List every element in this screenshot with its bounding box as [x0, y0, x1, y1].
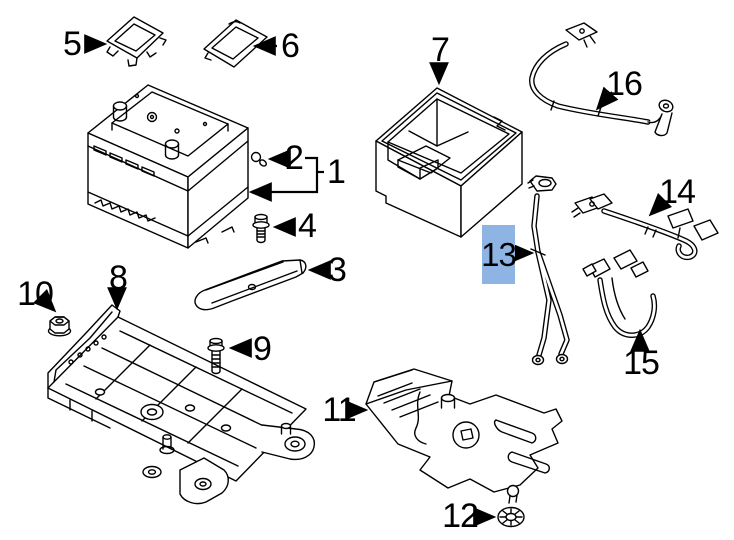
arrow-1-bracket	[248, 156, 319, 202]
arrow-14	[648, 192, 673, 217]
callout-3[interactable]: 3	[328, 251, 347, 289]
callout-7[interactable]: 7	[431, 31, 450, 69]
callout-14[interactable]: 14	[659, 173, 696, 211]
callout-13-highlight[interactable]: 13	[481, 225, 517, 284]
callout-1[interactable]: 1	[327, 153, 346, 191]
callout-5[interactable]: 5	[63, 25, 82, 63]
part-5-cover-drawing	[106, 16, 167, 67]
callout-2[interactable]: 2	[285, 139, 304, 177]
callout-6[interactable]: 6	[281, 27, 300, 65]
arrow-10	[32, 288, 57, 313]
part-12-washer-drawing	[497, 506, 525, 528]
callout-arrows	[32, 34, 673, 527]
part-4-bolt-drawing	[252, 213, 270, 244]
callout-13[interactable]: 13	[481, 236, 517, 273]
part-10-nut-drawing	[47, 316, 72, 337]
callout-10[interactable]: 10	[17, 275, 54, 313]
part-8-tray-drawing	[47, 304, 316, 505]
part-13-cable-drawing	[527, 175, 570, 366]
part-7-battery-box-drawing	[375, 87, 523, 238]
part-2-clip-drawing	[250, 151, 267, 167]
part-3-bracket-drawing	[194, 259, 307, 311]
part-6-cover-drawing	[203, 19, 268, 68]
callout-12[interactable]: 12	[442, 497, 479, 535]
callout-11[interactable]: 11	[322, 391, 356, 429]
callout-15[interactable]: 15	[623, 344, 660, 382]
part-14-cable-drawing	[571, 193, 719, 261]
callout-16[interactable]: 16	[606, 65, 643, 103]
part-11-cover-drawing	[365, 368, 563, 504]
callout-9[interactable]: 9	[253, 330, 272, 368]
part-9-bolt-drawing	[207, 337, 225, 375]
part-16-cable-drawing	[529, 22, 674, 137]
arrow-16	[595, 86, 619, 111]
callout-4[interactable]: 4	[298, 207, 317, 245]
part-15-cable-drawing	[582, 249, 658, 338]
callout-8[interactable]: 8	[109, 259, 128, 297]
part-1-battery-drawing	[87, 84, 249, 249]
